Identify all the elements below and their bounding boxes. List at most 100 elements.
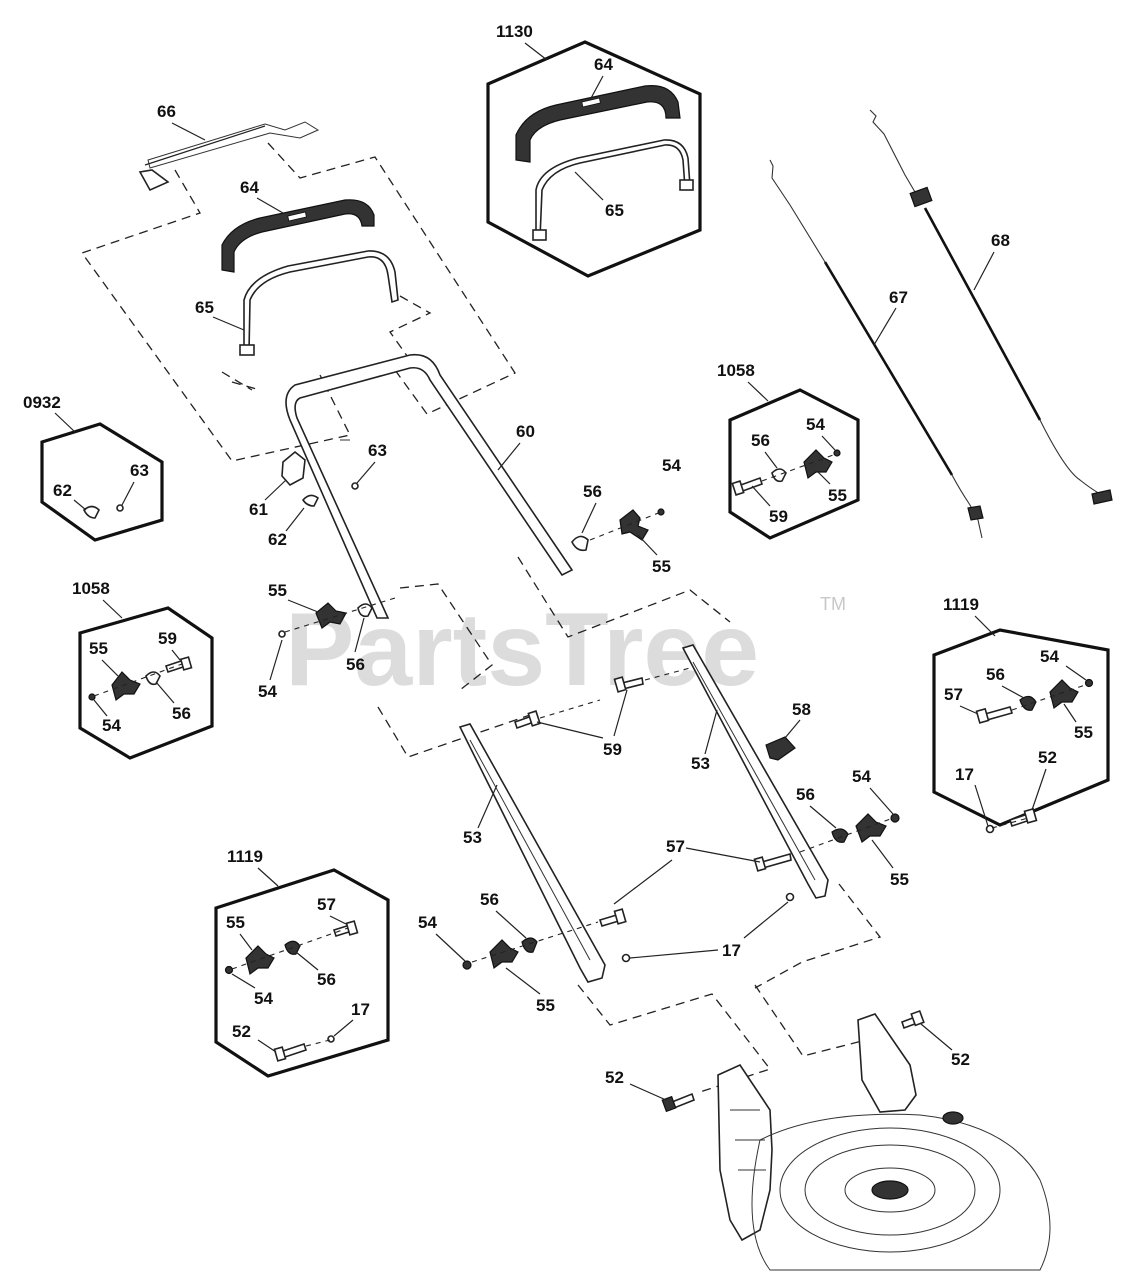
nut-17-a bbox=[785, 892, 795, 902]
callout-52-b: 52 bbox=[951, 1050, 970, 1069]
kit1130-callout-65: 65 bbox=[605, 201, 624, 220]
callout-56-d: 56 bbox=[480, 890, 499, 909]
callout-64-main: 64 bbox=[240, 178, 259, 197]
watermark-trademark: TM bbox=[820, 594, 846, 614]
knob-55-b bbox=[315, 602, 347, 629]
bolt-52-a bbox=[661, 1092, 695, 1113]
cable-clip-61 bbox=[281, 450, 306, 487]
callout-53-right: 53 bbox=[691, 754, 710, 773]
kit1058L-callout-55: 55 bbox=[89, 639, 108, 658]
kit1058R-callout-59: 59 bbox=[769, 507, 788, 526]
kit-label-1130: 1130 bbox=[496, 22, 533, 41]
kit-0932 bbox=[40, 422, 164, 542]
kit1058L-callout-59: 59 bbox=[158, 629, 177, 648]
lower-handle-53-right bbox=[681, 644, 829, 899]
bolt-59-b bbox=[613, 676, 644, 693]
kit-label-1119-left: 1119 bbox=[227, 847, 263, 866]
kit-1119-left bbox=[214, 868, 390, 1078]
cable-guide-58 bbox=[765, 736, 796, 761]
kit1058L-callout-56: 56 bbox=[172, 704, 191, 723]
kit1119R-callout-55: 55 bbox=[1074, 723, 1093, 742]
callout-56-a: 56 bbox=[583, 482, 602, 501]
bolt-57-b bbox=[598, 908, 627, 927]
kit-label-1119-right: 1119 bbox=[943, 595, 979, 614]
handle-grip-64-main bbox=[221, 199, 375, 273]
callout-58: 58 bbox=[792, 700, 811, 719]
bolt-59-a bbox=[513, 710, 541, 730]
kit1119L-callout-56: 56 bbox=[317, 970, 336, 989]
nut-54-b bbox=[278, 630, 286, 638]
kit1130-callout-64: 64 bbox=[594, 55, 613, 74]
callout-55-a: 55 bbox=[652, 557, 671, 576]
kit1119R-callout-56: 56 bbox=[986, 665, 1005, 684]
callout-17: 17 bbox=[722, 941, 741, 960]
callout-67: 67 bbox=[889, 288, 908, 307]
knob-55-a bbox=[619, 509, 649, 541]
callout-59: 59 bbox=[603, 740, 622, 759]
kit1058R-callout-55: 55 bbox=[828, 486, 847, 505]
callout-53-left: 53 bbox=[463, 828, 482, 847]
callout-52-a: 52 bbox=[605, 1068, 624, 1087]
callout-62: 62 bbox=[268, 530, 287, 549]
kit1119R-callout-17: 17 bbox=[955, 765, 974, 784]
callout-56-b: 56 bbox=[346, 655, 365, 674]
cable-67 bbox=[769, 159, 984, 539]
callout-55-b: 55 bbox=[268, 581, 287, 600]
callout-54-b: 54 bbox=[258, 682, 277, 701]
kit1119R-callout-57: 57 bbox=[944, 685, 963, 704]
cable-68 bbox=[869, 109, 1113, 505]
knob-55-c bbox=[855, 813, 887, 843]
clip-62 bbox=[301, 494, 320, 507]
grip-bracket-65-main bbox=[239, 250, 399, 356]
lower-handle-53-left bbox=[458, 723, 606, 983]
callout-60: 60 bbox=[516, 422, 535, 441]
callout-63: 63 bbox=[368, 441, 387, 460]
kit0932-callout-62: 62 bbox=[53, 481, 72, 500]
nut-17-b bbox=[621, 953, 631, 963]
washer-56-d bbox=[521, 937, 538, 953]
callout-65-main: 65 bbox=[195, 298, 214, 317]
nut-63 bbox=[351, 482, 359, 490]
callout-68: 68 bbox=[991, 231, 1010, 250]
kit1119L-callout-57: 57 bbox=[317, 895, 336, 914]
callout-54-d: 54 bbox=[418, 913, 437, 932]
callout-57: 57 bbox=[666, 837, 685, 856]
nut-54-d bbox=[462, 960, 472, 970]
washer-56-a bbox=[571, 535, 589, 552]
washer-56-b bbox=[357, 603, 373, 618]
kit1119L-callout-17: 17 bbox=[351, 1000, 370, 1019]
kit-label-1058-right: 1058 bbox=[717, 361, 755, 380]
kit1119L-callout-54: 54 bbox=[254, 989, 273, 1008]
upper-handle-60 bbox=[285, 353, 574, 619]
nut-54-c bbox=[890, 813, 900, 823]
callout-54-c: 54 bbox=[852, 767, 871, 786]
kit1058R-callout-54: 54 bbox=[806, 415, 825, 434]
kit1119L-callout-55: 55 bbox=[226, 913, 245, 932]
washer-56-c bbox=[831, 828, 849, 843]
bolt-57-a bbox=[753, 852, 792, 872]
callout-55-d: 55 bbox=[536, 996, 555, 1015]
nut-54-a bbox=[657, 508, 665, 516]
kit1119L-callout-52: 52 bbox=[232, 1022, 251, 1041]
kit-1058-right bbox=[728, 388, 860, 540]
kit-1130 bbox=[486, 40, 702, 278]
callout-56-c: 56 bbox=[796, 785, 815, 804]
callout-66: 66 bbox=[157, 102, 176, 121]
callout-55-c: 55 bbox=[890, 870, 909, 889]
kit1058R-callout-56: 56 bbox=[751, 431, 770, 450]
knob-55-d bbox=[489, 939, 519, 970]
kit-1058-left bbox=[78, 606, 214, 760]
kit-label-1058-left: 1058 bbox=[72, 579, 110, 598]
kit1119R-callout-52: 52 bbox=[1038, 748, 1057, 767]
mower-deck bbox=[717, 1013, 1051, 1271]
callout-61: 61 bbox=[249, 500, 268, 519]
control-rod-66 bbox=[138, 121, 320, 192]
kit1058L-callout-54: 54 bbox=[102, 716, 121, 735]
kit-label-0932: 0932 bbox=[23, 393, 61, 412]
bolt-52-b bbox=[900, 1009, 925, 1030]
kit1119R-callout-54: 54 bbox=[1040, 647, 1059, 666]
kit-1119-right bbox=[932, 628, 1110, 834]
callout-54-a: 54 bbox=[662, 456, 681, 475]
kit0932-callout-63: 63 bbox=[130, 461, 149, 480]
